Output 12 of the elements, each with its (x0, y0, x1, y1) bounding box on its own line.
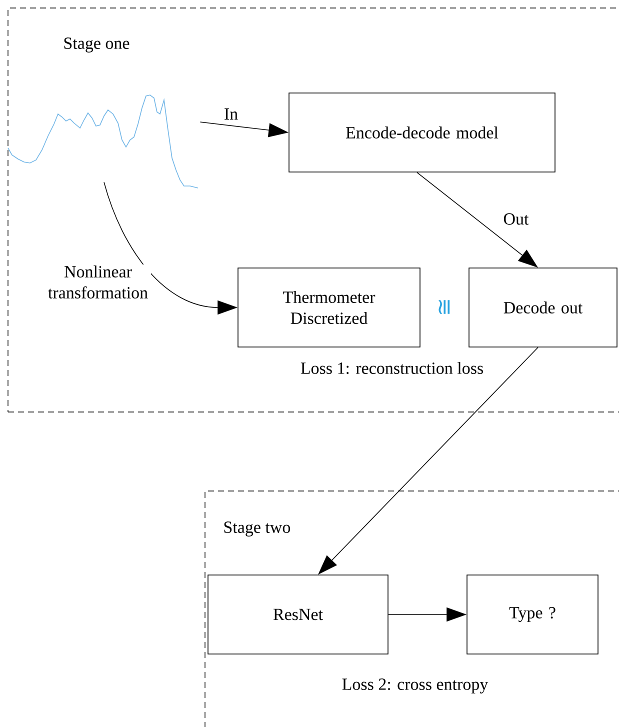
approx-equal-symbol: ≅ (438, 300, 450, 314)
process-box: Encode-decode model (288, 92, 556, 172)
process-box: Type ? (466, 574, 598, 654)
loss-note: Loss 1: reconstruction loss (300, 362, 483, 374)
process-box: Thermometer Discretized (238, 268, 420, 348)
edge-label: Out (502, 212, 530, 226)
edge-label: In (222, 107, 240, 121)
process-box: ResNet (208, 574, 388, 654)
edge-label: Nonlinear transformation (45, 264, 151, 300)
process-box: Decode out (468, 268, 618, 348)
signal-waveform-drawing (8, 94, 198, 188)
loss-note: Loss 2: cross entropy (342, 678, 488, 694)
